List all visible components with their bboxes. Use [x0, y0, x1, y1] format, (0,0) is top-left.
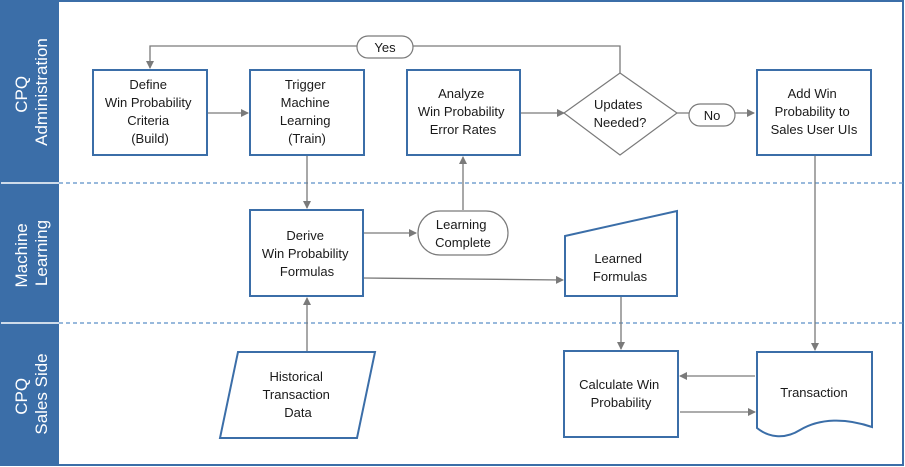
node-transaction: Transaction — [756, 351, 873, 438]
svg-text:No: No — [704, 108, 721, 123]
node-analyze: Analyze Win Probability Error Rates — [406, 69, 521, 156]
lane-label-bar — [1, 1, 59, 465]
svg-text:Learning Complete: Learning Complete — [435, 217, 491, 250]
svg-text:Calculate Win Probabilit: Calculate Win Probability — [579, 377, 663, 410]
lane-label-admin: CPQ Administration — [12, 38, 51, 146]
svg-text:Define Win Probability: Define Win Probability Criteria (Build) — [105, 77, 195, 146]
node-historical-data: Historical Transaction Data — [218, 351, 377, 439]
svg-text:Derive Win Probability: Derive Win Probability Formulas — [262, 228, 352, 279]
svg-text:Add Win Probability to: Add Win Probability to Sales User UIs — [771, 86, 858, 137]
svg-text:Analyze Win Probability: Analyze Win Probability Error Rates — [418, 86, 508, 137]
node-trigger: Trigger Machine Learning (Train) — [249, 69, 365, 156]
svg-text:Updates Needed?: Updates Needed? — [594, 97, 647, 130]
lane-label-ml: Machine Learning — [12, 219, 51, 288]
lane-label-sales: CPQ Sales Side — [12, 353, 51, 434]
node-define: Define Win Probability Criteria (Build) — [92, 69, 208, 156]
svg-text:Trigger Machine Le: Trigger Machine Learning (Train) — [280, 77, 334, 146]
node-derive: Derive Win Probability Formulas — [249, 209, 364, 297]
connector-derive-learned — [362, 275, 564, 284]
node-learning-complete: Learning Complete — [417, 210, 509, 256]
node-calculate-win-probability: Calculate Win Probability — [563, 350, 679, 438]
svg-text:Historical Transaction: Historical Transaction Data — [262, 369, 333, 420]
label-yes: Yes — [356, 35, 414, 59]
node-updates-decision: Updates Needed? — [562, 72, 679, 156]
svg-text:Yes: Yes — [374, 40, 396, 55]
node-learned-formulas: Learned Formulas — [564, 209, 678, 297]
label-no: No — [688, 103, 736, 127]
node-add-win-probability: Add Win Probability to Sales User UIs — [756, 69, 872, 156]
svg-text:Transaction: Transaction — [780, 385, 847, 400]
svg-text:Learned Formulas: Learned Formulas — [593, 251, 648, 284]
